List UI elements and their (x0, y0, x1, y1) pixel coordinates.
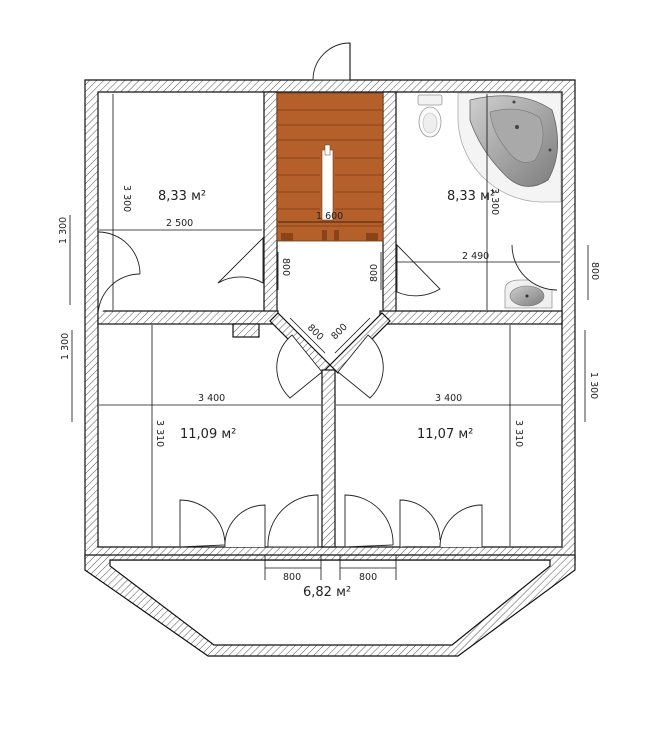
dim-mid-left-height: 3 310 (154, 420, 165, 447)
staircase (276, 92, 384, 242)
area-label-mid-left: 11,09 м² (180, 427, 236, 442)
toilet-icon (417, 94, 443, 138)
area-label-top-left: 8,33 м² (158, 189, 206, 204)
outer-walls (84, 79, 576, 657)
dim-door-left: 800 (280, 258, 291, 276)
area-label-terrace: 6,82 м² (303, 585, 351, 600)
dim-window-left-top: 1 300 (58, 217, 69, 244)
room-areas: 8,33 м² 8,33 м² 11,09 м² 11,07 м² 6,82 м… (158, 189, 495, 600)
dim-stair-width: 1 600 (316, 211, 343, 222)
dim-mid-left-width: 3 400 (198, 393, 225, 404)
dim-window-right-top: 800 (589, 262, 600, 280)
doors (97, 42, 558, 548)
dim-diag-left: 800 (305, 322, 326, 343)
dim-diag-right: 800 (329, 322, 350, 343)
dim-top-left-width: 2 500 (166, 218, 193, 229)
dim-bottom-left: 800 (283, 572, 301, 583)
area-label-top-right: 8,33 м² (447, 189, 495, 204)
dim-top-right-width: 2 490 (462, 251, 489, 262)
dim-top-right-height: 3 300 (489, 188, 500, 215)
dimension-lines (69, 94, 589, 580)
dim-bottom-right: 800 (359, 572, 377, 583)
corner-bathtub-icon (457, 92, 562, 203)
dim-window-right-mid: 1 300 (588, 372, 599, 399)
dim-mid-right-height: 3 310 (513, 420, 524, 447)
dim-top-left-height: 3 300 (121, 185, 132, 212)
dim-window-left-mid: 1 300 (60, 333, 71, 360)
interior-walls (97, 91, 563, 548)
dim-mid-right-width: 3 400 (435, 393, 462, 404)
dim-door-right: 800 (369, 264, 380, 282)
area-label-mid-right: 11,07 м² (417, 427, 473, 442)
